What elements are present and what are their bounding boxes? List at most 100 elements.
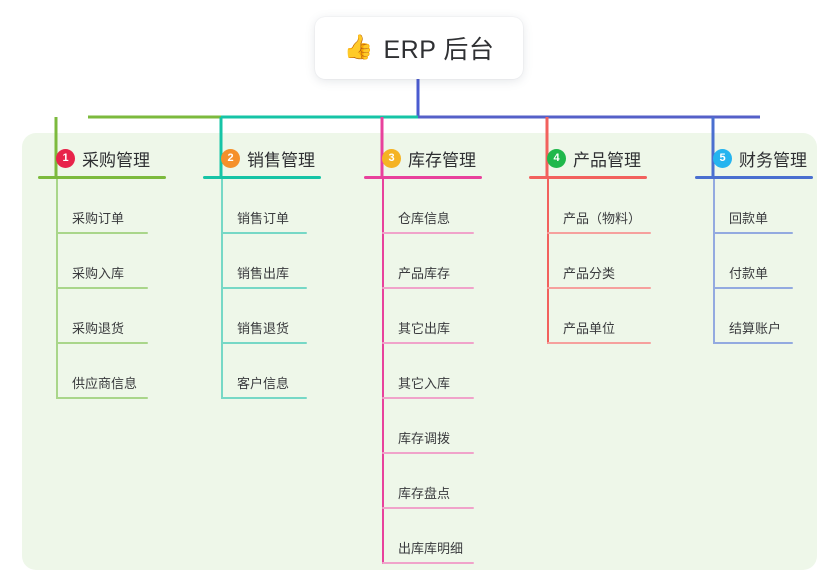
module-item[interactable]: 付款单 <box>695 234 813 289</box>
module-header-rule <box>529 176 647 179</box>
module-item-label: 客户信息 <box>237 376 290 391</box>
root-node-title: ERP 后台 <box>383 36 495 64</box>
module-item-label: 付款单 <box>729 266 769 281</box>
module-item-rule <box>382 452 474 454</box>
module-title: 库存管理 <box>408 150 476 170</box>
module-item[interactable]: 库存盘点 <box>364 454 482 509</box>
module-items-3: 仓库信息产品库存其它出库其它入库库存调拨库存盘点出库库明细 <box>364 179 482 564</box>
module-item[interactable]: 销售退货 <box>203 289 321 344</box>
module-item[interactable]: 产品库存 <box>364 234 482 289</box>
module-items-5: 回款单付款单结算账户 <box>695 179 813 344</box>
module-item[interactable]: 库存调拨 <box>364 399 482 454</box>
module-items-4: 产品（物料） 产品分类产品单位 <box>529 179 651 344</box>
module-item[interactable]: 产品单位 <box>529 289 651 344</box>
module-item-rule <box>221 287 307 289</box>
module-item-label: 采购入库 <box>72 266 125 281</box>
module-item-rule <box>221 397 307 399</box>
module-item[interactable]: 仓库信息 <box>364 179 482 234</box>
module-item-rule <box>713 287 793 289</box>
module-item[interactable]: 其它出库 <box>364 289 482 344</box>
module-item[interactable]: 客户信息 <box>203 344 321 399</box>
module-item[interactable]: 其它入库 <box>364 344 482 399</box>
module-header-rule <box>38 176 166 179</box>
module-header-1[interactable]: 1 采购管理 <box>38 146 166 170</box>
module-index-badge: 3 <box>382 148 401 168</box>
module-title: 财务管理 <box>739 150 807 170</box>
module-item-rule <box>382 287 474 289</box>
module-item[interactable]: 采购订单 <box>38 179 166 234</box>
module-item-label: 产品库存 <box>398 266 451 281</box>
module-item-rule <box>56 397 148 399</box>
module-spine <box>382 179 384 564</box>
modules-panel <box>22 133 817 570</box>
module-items-1: 采购订单采购入库采购退货供应商信息 <box>38 179 166 399</box>
module-spine <box>547 179 549 344</box>
module-item[interactable]: 结算账户 <box>695 289 813 344</box>
module-item-rule <box>547 342 651 344</box>
module-index-badge: 1 <box>56 148 75 168</box>
module-header-rule <box>364 176 482 179</box>
module-item-rule <box>221 342 307 344</box>
module-item[interactable]: 销售出库 <box>203 234 321 289</box>
module-column-2: 2 销售管理销售订单销售出库销售退货客户信息 <box>203 146 321 399</box>
module-item-rule <box>56 342 148 344</box>
module-item-rule <box>382 397 474 399</box>
module-item-label: 产品分类 <box>563 266 616 281</box>
module-index-badge: 2 <box>221 148 240 168</box>
module-item-rule <box>382 507 474 509</box>
module-column-1: 1 采购管理采购订单采购入库采购退货供应商信息 <box>38 146 166 399</box>
module-title: 销售管理 <box>247 150 315 170</box>
module-item[interactable]: 回款单 <box>695 179 813 234</box>
module-item[interactable]: 供应商信息 <box>38 344 166 399</box>
module-item-rule <box>56 232 148 234</box>
module-header-rule <box>695 176 813 179</box>
module-item[interactable]: 产品分类 <box>529 234 651 289</box>
module-item-label: 出库库明细 <box>398 541 464 556</box>
module-item-rule <box>713 342 793 344</box>
module-item-label: 销售订单 <box>237 211 290 226</box>
module-spine <box>56 179 58 399</box>
module-item-rule <box>382 562 474 564</box>
module-item-label: 库存调拨 <box>398 431 451 446</box>
root-node-card[interactable]: 👍 ERP 后台 <box>315 17 523 79</box>
module-item-rule <box>56 287 148 289</box>
module-item-label: 产品单位 <box>563 321 616 336</box>
module-title: 产品管理 <box>573 150 641 170</box>
module-item-label: 其它出库 <box>398 321 451 336</box>
module-item-rule <box>382 342 474 344</box>
module-item-label: 销售出库 <box>237 266 290 281</box>
module-item[interactable]: 采购入库 <box>38 234 166 289</box>
module-item-label: 销售退货 <box>237 321 290 336</box>
module-column-3: 3 库存管理仓库信息产品库存其它出库其它入库库存调拨库存盘点出库库明细 <box>364 146 482 564</box>
module-item-rule <box>713 232 793 234</box>
thumbs-up-icon: 👍 <box>343 34 374 61</box>
module-title: 采购管理 <box>82 150 150 170</box>
module-item[interactable]: 采购退货 <box>38 289 166 344</box>
module-item-rule <box>382 232 474 234</box>
module-index-badge: 5 <box>713 148 732 168</box>
module-item-rule <box>221 232 307 234</box>
module-item[interactable]: 产品（物料） <box>529 179 651 234</box>
module-item[interactable]: 销售订单 <box>203 179 321 234</box>
module-item-label: 结算账户 <box>729 321 782 336</box>
module-item-label: 仓库信息 <box>398 211 451 226</box>
module-item-label: 产品（物料） <box>563 211 642 226</box>
module-header-2[interactable]: 2 销售管理 <box>203 146 321 170</box>
module-spine <box>221 179 223 399</box>
module-item-label: 采购退货 <box>72 321 125 336</box>
module-column-5: 5 财务管理回款单付款单结算账户 <box>695 146 813 344</box>
root-node-content: 👍 ERP 后台 <box>344 30 495 66</box>
module-header-3[interactable]: 3 库存管理 <box>364 146 482 170</box>
module-header-5[interactable]: 5 财务管理 <box>695 146 813 170</box>
module-item-label: 回款单 <box>729 211 769 226</box>
module-item-rule <box>547 287 651 289</box>
module-item[interactable]: 出库库明细 <box>364 509 482 564</box>
module-item-label: 采购订单 <box>72 211 125 226</box>
module-item-label: 供应商信息 <box>72 376 138 391</box>
module-item-label: 库存盘点 <box>398 486 451 501</box>
module-header-rule <box>203 176 321 179</box>
